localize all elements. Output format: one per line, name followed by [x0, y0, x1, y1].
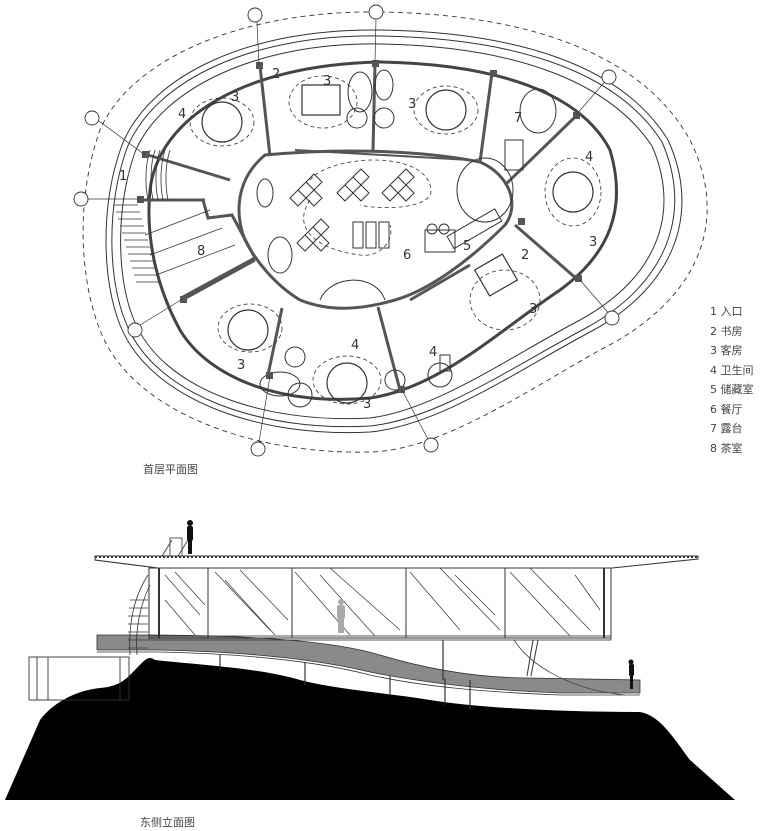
human-figure-roof [187, 520, 193, 554]
room-number: 1 [119, 169, 127, 184]
room-number: 4 [351, 338, 359, 353]
terrace-ring-3 [120, 43, 665, 420]
grid-bubble-icon [368, 4, 384, 20]
terrace-outer-ring [105, 29, 683, 434]
room-labels: 1 2 3 3 4 3 7 4 3 8 6 5 2 3 4 4 3 3 [119, 67, 597, 412]
terrace-inner-ring [111, 35, 676, 428]
room-number: 8 [197, 244, 205, 259]
glass-reflections [164, 567, 601, 637]
bath-fixtures [259, 69, 557, 408]
roof-slab [94, 555, 699, 569]
grid-axes [88, 18, 613, 449]
grid-bubble-icon [247, 7, 263, 23]
room-number: 3 [237, 358, 245, 373]
lounge-sofa [424, 208, 503, 253]
human-figure-inside [337, 599, 345, 633]
room-number: 2 [521, 248, 529, 263]
grid-bubble-icon [250, 441, 266, 457]
legend-item: 6 餐厅 [710, 402, 743, 416]
legend-item: 8 茶室 [710, 441, 743, 455]
floor-plan-caption: 首层平面图 [143, 463, 198, 476]
legend-item: 2 书房 [710, 324, 743, 338]
east-elevation [5, 520, 735, 800]
columns [137, 60, 582, 393]
grid-bubble-icon [604, 310, 620, 326]
bed-zones [189, 75, 602, 405]
grid-bubble-icon [73, 191, 89, 207]
grid-bubble-icon [127, 322, 143, 338]
grid-bubble-icon [423, 437, 439, 453]
legend-item: 5 储藏室 [710, 383, 754, 396]
partition-walls [138, 63, 579, 391]
legend-item: 3 客房 [710, 344, 743, 357]
room-number: 3 [323, 74, 331, 89]
room-number: 3 [231, 90, 239, 105]
diagonal-brace [513, 639, 626, 696]
legend-item: 1 入口 [710, 305, 743, 318]
dining-tables [289, 168, 415, 252]
room-number: 3 [529, 302, 537, 317]
room-number: 7 [514, 111, 522, 126]
glass-volume [148, 567, 612, 641]
room-number: 3 [589, 235, 597, 250]
ramp-supports [219, 640, 471, 710]
ground-mass [5, 658, 735, 800]
human-figure-ramp [628, 659, 634, 689]
exterior-wall [147, 60, 618, 401]
floor-plan [73, 4, 708, 457]
ramp [96, 634, 641, 694]
grid-bubbles [73, 4, 620, 457]
dining-hall-wall [237, 149, 514, 310]
legend-item: 4 卫生间 [710, 363, 754, 377]
room-number: 4 [178, 107, 186, 122]
lobby-forms [256, 157, 514, 301]
legend-item: 7 露台 [710, 422, 743, 435]
room-number: 5 [463, 239, 471, 254]
room-number: 4 [429, 345, 437, 360]
grid-bubble-icon [84, 110, 100, 126]
side-stair [114, 204, 160, 283]
grid-bubble-icon [601, 69, 617, 85]
spiral-stair [128, 574, 151, 656]
room-number: 6 [403, 248, 411, 263]
room-number: 4 [585, 150, 593, 165]
ramp-deck [97, 651, 640, 696]
left-platform [28, 656, 130, 701]
room-number: 2 [272, 67, 280, 82]
round-beds [201, 89, 594, 404]
tea-room-floor [144, 209, 236, 276]
tea-room-wall [140, 198, 258, 299]
room-legend: 1 入口 2 书房 3 客房 4 卫生间 5 储藏室 6 餐厅 7 露台 8 茶… [710, 302, 754, 458]
elevation-caption: 东侧立面图 [140, 816, 195, 829]
room-number: 3 [408, 97, 416, 112]
rect-beds [301, 84, 519, 297]
room-number: 3 [363, 397, 371, 412]
roof-ladder [161, 537, 189, 557]
